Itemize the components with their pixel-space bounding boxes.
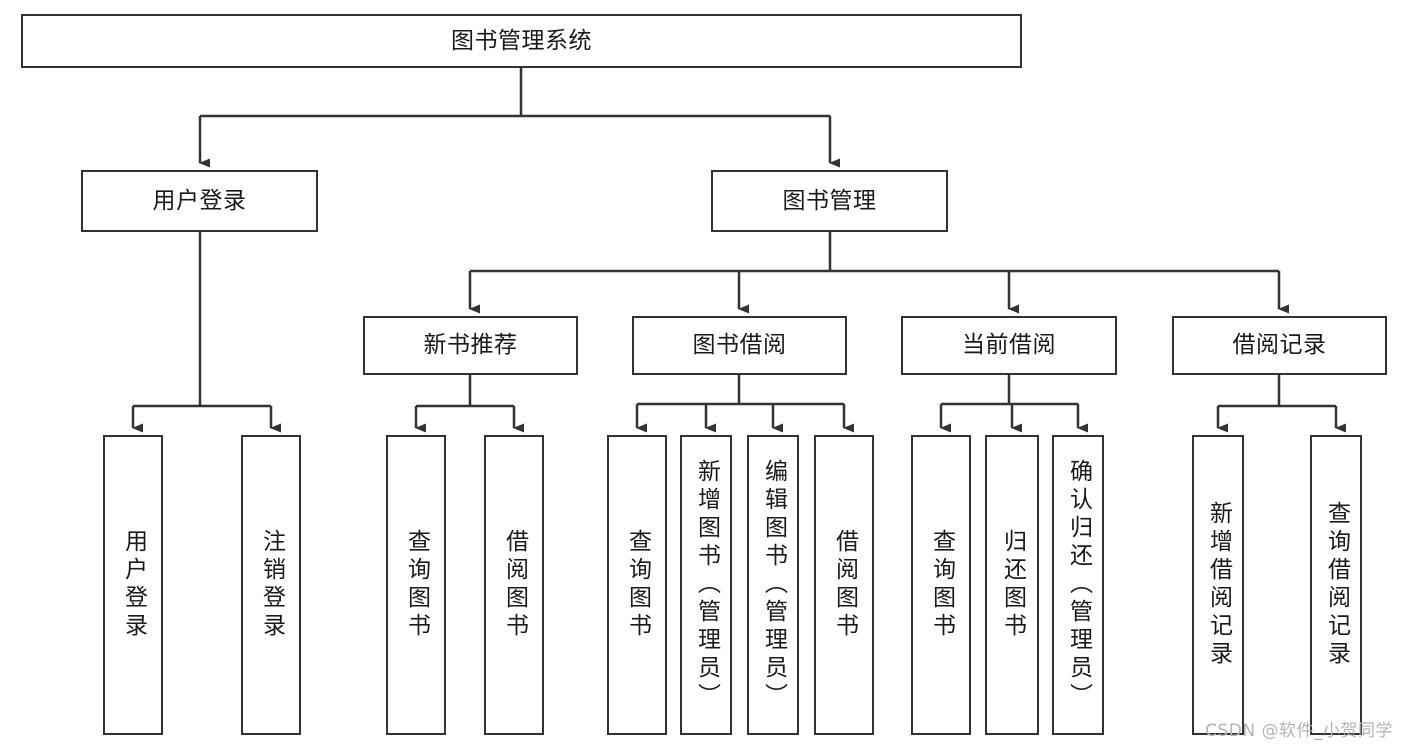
node-label: 查询图书 [928, 529, 955, 641]
node-label: 编辑图书（管理员） [760, 459, 787, 711]
node-leaf-query-book-current[interactable]: 查询图书 [911, 435, 971, 735]
node-leaf-query-borrow-record[interactable]: 查询借阅记录 [1310, 435, 1362, 735]
node-leaf-add-book-admin[interactable]: 新增图书（管理员） [680, 435, 732, 735]
csdn-watermark: CSDN @软件_小贺同学 [1205, 721, 1393, 741]
node-leaf-confirm-return-admin[interactable]: 确认归还（管理员） [1052, 435, 1104, 735]
node-leaf-borrow-book[interactable]: 借阅图书 [814, 435, 874, 735]
node-label: 确认归还（管理员） [1065, 459, 1092, 711]
node-label: 新增图书（管理员） [693, 459, 720, 711]
node-root-system[interactable]: 图书管理系统 [21, 14, 1022, 68]
node-leaf-query-book-borrow[interactable]: 查询图书 [607, 435, 667, 735]
node-label: 新增借阅记录 [1205, 501, 1232, 669]
node-leaf-edit-book-admin[interactable]: 编辑图书（管理员） [747, 435, 799, 735]
node-leaf-user-login[interactable]: 用户登录 [103, 435, 163, 735]
node-label: 当前借阅 [962, 332, 1056, 359]
node-label: 注销登录 [258, 529, 285, 641]
node-label: 新书推荐 [423, 332, 518, 359]
node-label: 用户登录 [152, 187, 247, 214]
node-label: 借阅图书 [831, 529, 858, 641]
node-borrow-record[interactable]: 借阅记录 [1172, 316, 1387, 375]
node-label: 查询图书 [624, 529, 651, 641]
node-new-book-recommend[interactable]: 新书推荐 [363, 316, 578, 375]
node-leaf-return-book[interactable]: 归还图书 [985, 435, 1039, 735]
node-leaf-borrow-book-recommend[interactable]: 借阅图书 [484, 435, 544, 735]
node-leaf-logout[interactable]: 注销登录 [241, 435, 301, 735]
node-label: 归还图书 [999, 529, 1026, 641]
node-book-manage[interactable]: 图书管理 [711, 170, 948, 232]
node-leaf-add-borrow-record[interactable]: 新增借阅记录 [1192, 435, 1244, 735]
node-book-borrow[interactable]: 图书借阅 [632, 316, 847, 375]
node-leaf-query-book-recommend[interactable]: 查询图书 [386, 435, 446, 735]
node-user-login[interactable]: 用户登录 [81, 170, 318, 232]
node-label: 查询图书 [403, 529, 430, 641]
node-label: 图书管理 [782, 187, 877, 214]
node-label: 图书借阅 [692, 332, 787, 359]
node-current-borrow[interactable]: 当前借阅 [901, 316, 1117, 375]
node-label: 查询借阅记录 [1323, 501, 1350, 669]
node-label: 借阅记录 [1232, 332, 1327, 359]
node-label: 用户登录 [120, 529, 147, 641]
node-label: 图书管理系统 [451, 27, 592, 54]
node-label: 借阅图书 [501, 529, 528, 641]
